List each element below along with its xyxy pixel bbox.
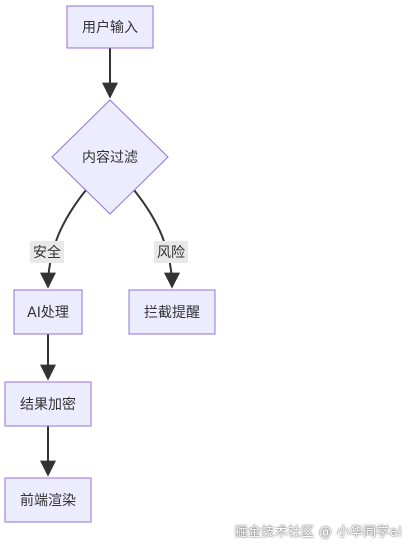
node-content-filter-label: 内容过滤 bbox=[82, 149, 138, 166]
edge-label-safe: 安全 bbox=[30, 241, 64, 263]
node-user-input: 用户输入 bbox=[66, 5, 154, 49]
node-block-alert: 拦截提醒 bbox=[128, 289, 216, 335]
watermark: 掘金技术社区 @ 小华同学ai bbox=[234, 525, 402, 540]
edge-filter-to-ai bbox=[40, 189, 87, 289]
node-block-alert-label: 拦截提醒 bbox=[144, 305, 200, 321]
node-frontend-render-label: 前端渲染 bbox=[20, 492, 76, 509]
node-ai-processing: AI处理 bbox=[13, 289, 83, 335]
edge-label-safe-text: 安全 bbox=[33, 244, 61, 261]
edge-filter-to-block bbox=[133, 189, 180, 289]
edge-label-risk-text: 风险 bbox=[157, 245, 185, 261]
node-ai-processing-label: AI处理 bbox=[27, 305, 69, 321]
edge-label-risk: 风险 bbox=[154, 241, 188, 263]
node-result-encrypt: 结果加密 bbox=[4, 381, 92, 427]
node-content-filter: 内容过滤 bbox=[51, 99, 169, 215]
node-user-input-label: 用户输入 bbox=[82, 19, 138, 36]
node-result-encrypt-label: 结果加密 bbox=[20, 396, 76, 413]
node-frontend-render: 前端渲染 bbox=[4, 477, 92, 523]
